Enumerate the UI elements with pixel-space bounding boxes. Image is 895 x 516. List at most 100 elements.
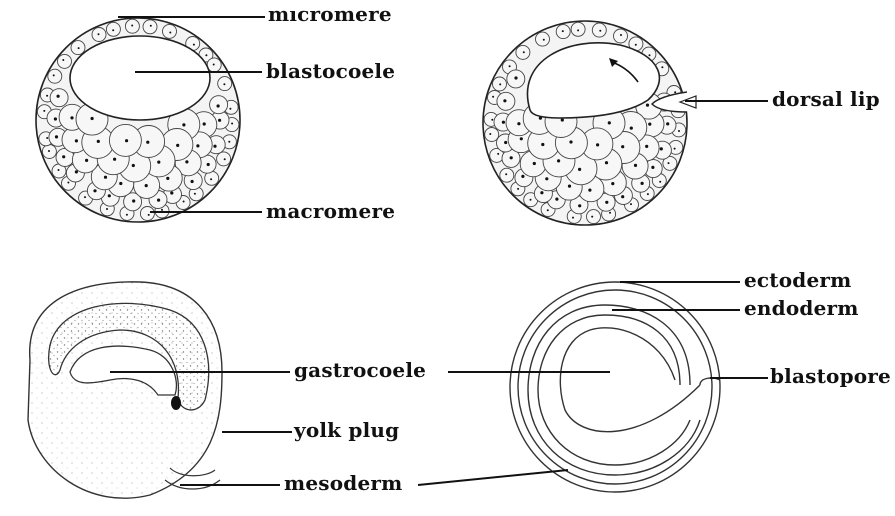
- cell-nucleus: [596, 143, 599, 146]
- cell-nucleus: [674, 148, 676, 150]
- cell-nucleus: [577, 29, 579, 31]
- cell-nucleus: [555, 198, 558, 201]
- cell-nucleus: [578, 204, 581, 207]
- cell-nucleus: [91, 117, 94, 120]
- cell: [58, 54, 72, 68]
- cell-nucleus: [578, 168, 581, 171]
- cell-nucleus: [191, 180, 194, 183]
- cell-nucleus: [521, 175, 524, 178]
- cell-nucleus: [523, 51, 525, 53]
- ectoderm-label: ectoderm: [744, 270, 852, 290]
- cell-nucleus: [218, 119, 221, 122]
- cell-nucleus: [157, 161, 160, 164]
- cell-nucleus: [126, 214, 128, 216]
- cell-nucleus: [193, 44, 195, 46]
- cell-nucleus: [605, 161, 608, 164]
- cell-nucleus: [62, 155, 65, 158]
- cell-nucleus: [621, 195, 624, 198]
- cell-nucleus: [634, 164, 637, 167]
- cell-nucleus: [62, 59, 64, 61]
- cell-nucleus: [492, 96, 494, 98]
- cell-nucleus: [649, 54, 651, 56]
- yolk-plug-mark: [171, 396, 181, 410]
- cell-nucleus: [503, 99, 506, 102]
- cell-nucleus: [53, 74, 55, 76]
- cell-nucleus: [530, 199, 532, 201]
- cell-nucleus: [217, 104, 220, 107]
- cell-nucleus: [229, 108, 231, 110]
- cell-nucleus: [533, 162, 536, 165]
- blastocoele-cavity: [70, 36, 210, 120]
- cell-nucleus: [148, 214, 150, 216]
- cell-nucleus: [504, 141, 507, 144]
- cell-nucleus: [540, 191, 543, 194]
- cell-nucleus: [203, 122, 206, 125]
- cell: [592, 23, 606, 37]
- cell-nucleus: [674, 91, 676, 93]
- cell-nucleus: [510, 156, 513, 159]
- cell-nucleus: [106, 208, 108, 210]
- cell-nucleus: [621, 145, 624, 148]
- cell-nucleus: [97, 140, 100, 143]
- cell: [587, 210, 601, 224]
- cell-nucleus: [84, 196, 86, 198]
- mesoderm-label: mesoderm: [284, 473, 403, 493]
- cell: [140, 207, 154, 221]
- cell-nucleus: [599, 30, 601, 32]
- cell-nucleus: [491, 119, 493, 121]
- cell-nucleus: [661, 66, 663, 68]
- cell-nucleus: [55, 135, 58, 138]
- cell-nucleus: [125, 139, 128, 142]
- cell-nucleus: [48, 150, 50, 152]
- cell-nucleus: [170, 191, 173, 194]
- cell-nucleus: [223, 83, 225, 85]
- cell-nucleus: [46, 95, 48, 97]
- cell-nucleus: [557, 159, 560, 162]
- yolk-plug-label: yolk plug: [294, 420, 399, 440]
- cell-nucleus: [646, 104, 649, 107]
- cell-nucleus: [562, 30, 564, 32]
- cell-nucleus: [647, 193, 649, 195]
- cell-nucleus: [119, 182, 122, 185]
- cell-nucleus: [517, 188, 519, 190]
- cell-nucleus: [561, 118, 564, 121]
- cell-nucleus: [108, 194, 111, 197]
- cell-nucleus: [57, 95, 60, 98]
- cell-nucleus: [213, 145, 216, 148]
- cell-nucleus: [509, 65, 511, 67]
- cell-nucleus: [609, 212, 611, 214]
- cell-nucleus: [520, 137, 523, 140]
- early-gastrula-drawing: [483, 21, 696, 225]
- cell-nucleus: [545, 177, 548, 180]
- endoderm-label: endoderm: [744, 298, 859, 318]
- cell-nucleus: [505, 173, 507, 175]
- cell-nucleus: [620, 34, 622, 36]
- cell-nucleus: [132, 199, 135, 202]
- cell-nucleus: [93, 189, 96, 192]
- cell-nucleus: [166, 177, 169, 180]
- cell-nucleus: [543, 39, 545, 41]
- cell-nucleus: [569, 140, 572, 143]
- cell: [217, 152, 231, 166]
- late-gastrula-drawing: [510, 282, 720, 492]
- cell-nucleus: [207, 163, 210, 166]
- cell: [143, 20, 157, 34]
- cell-nucleus: [46, 137, 48, 139]
- cell-nucleus: [608, 121, 611, 124]
- cell-nucleus: [588, 189, 591, 192]
- cell-nucleus: [641, 182, 644, 185]
- blastula-drawing: [36, 18, 240, 222]
- cell-nucleus: [635, 44, 637, 46]
- cell-nucleus: [228, 141, 230, 143]
- cell-nucleus: [648, 123, 651, 126]
- macromere-label: macromere: [266, 201, 395, 221]
- cell-nucleus: [645, 145, 648, 148]
- cell-nucleus: [176, 144, 179, 147]
- cell-nucleus: [67, 182, 69, 184]
- cell-nucleus: [185, 160, 188, 163]
- cell-nucleus: [146, 141, 149, 144]
- cell-nucleus: [572, 217, 574, 219]
- cell-nucleus: [666, 122, 669, 125]
- cell-nucleus: [547, 209, 549, 211]
